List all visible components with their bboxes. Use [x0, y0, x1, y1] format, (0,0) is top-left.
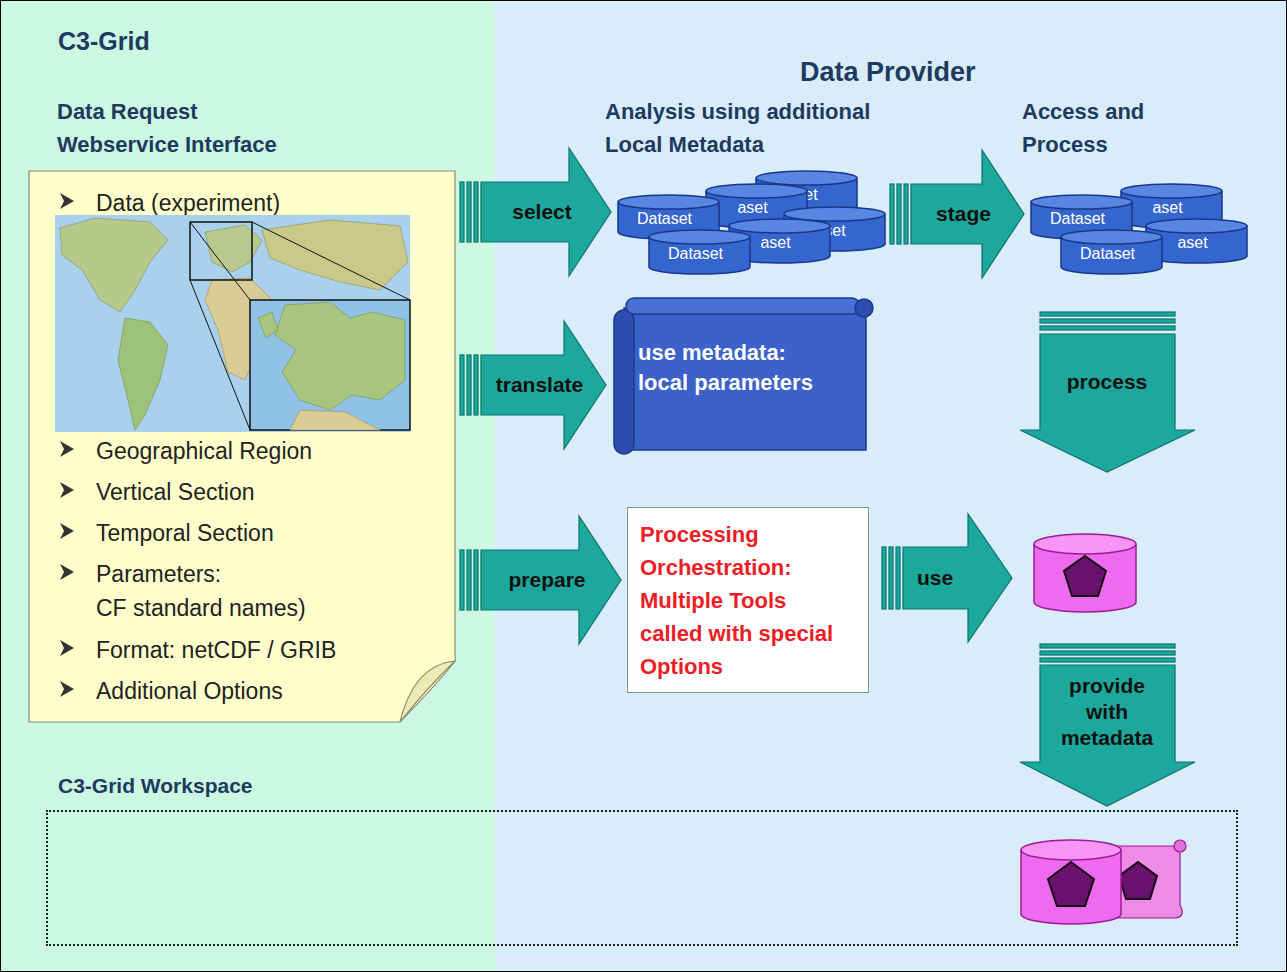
map-land: [205, 225, 262, 272]
arrow-bar: [889, 547, 893, 609]
result-cylinder: [1034, 534, 1136, 612]
metadata-scroll: use metadata: local parameters: [612, 296, 874, 456]
dataset-label: Dataset: [648, 245, 743, 263]
zoom-frame: [190, 222, 252, 280]
block-arrow: [1020, 644, 1195, 806]
request-item: Vertical Section: [96, 475, 255, 509]
zoom-line: [190, 280, 250, 430]
arrow-bar: [890, 184, 894, 244]
arrow-body: [1020, 665, 1195, 806]
arrow-body: [911, 150, 1024, 278]
dataset-label: Dataset: [1030, 210, 1125, 228]
scroll-text: use metadata: local parameters: [638, 338, 830, 398]
arrow-bar: [1040, 651, 1175, 655]
request-item: Additional Options: [96, 674, 283, 708]
request-item: Data (experiment): [96, 186, 280, 220]
block-arrow: [1020, 312, 1195, 472]
workspace-outline: [46, 810, 1238, 946]
arrow-label: provide with metadata: [1045, 673, 1169, 751]
arrow-label: translate: [494, 372, 586, 398]
map-land: [360, 325, 405, 365]
zoom-line: [252, 222, 410, 300]
workspace-area: C3-Grid Workspace: [46, 770, 1238, 946]
arrow-bar: [474, 550, 478, 610]
arrow-bar: [467, 550, 471, 610]
arrow-bar: [896, 547, 900, 609]
bullet-arrow: [60, 640, 74, 656]
panel-title: C3-Grid: [58, 26, 150, 57]
map-ocean: [55, 215, 410, 432]
arrow-body: [481, 321, 606, 449]
block-arrow: [882, 514, 1012, 642]
arrow-bar: [1040, 319, 1175, 323]
block-arrow: [460, 148, 611, 276]
arrow-bar: [467, 355, 471, 415]
map-land: [60, 218, 168, 312]
arrow-bar: [1040, 644, 1175, 648]
dataset-label: aset: [1120, 199, 1215, 217]
orchestration-box: Processing Orchestration: Multiple Tools…: [627, 507, 869, 693]
orchestration-text: Processing Orchestration: Multiple Tools…: [640, 518, 838, 683]
arrow-label: select: [510, 199, 574, 225]
bullet-arrow: [60, 193, 74, 209]
bullet-arrow: [60, 681, 74, 697]
europe-land: [275, 302, 405, 410]
dataset-label: Dataset: [617, 210, 712, 228]
arrow-bar: [460, 182, 464, 242]
dataset-cylinder: Dataset: [648, 229, 751, 275]
block-arrow: [460, 516, 621, 644]
bullet-arrow: [60, 441, 74, 457]
arrow-bar: [460, 550, 464, 610]
arrow-bar: [1040, 326, 1175, 330]
bullet-arrows: [60, 193, 74, 697]
africa-land: [290, 410, 380, 430]
arrow-label: use: [915, 565, 955, 591]
map-land: [118, 318, 168, 430]
arrow-bar: [474, 182, 478, 242]
dataset-cylinder: Dataset: [1060, 229, 1163, 275]
bullet-arrow: [60, 564, 74, 580]
request-note: Data (experiment) Geographical RegionVert…: [28, 170, 456, 723]
zoom-line: [190, 222, 250, 300]
arrow-body: [481, 148, 611, 276]
request-item: Temporal Section: [96, 516, 274, 550]
arrow-body: [481, 516, 621, 644]
arrow-label: stage: [934, 201, 993, 227]
arrow-bar: [467, 182, 471, 242]
arrow-label: prepare: [506, 567, 587, 593]
arrow-bar: [904, 184, 908, 244]
bullet-arrow: [60, 523, 74, 539]
zoom-inset: [250, 300, 410, 430]
panel-subtitle: Data Request Webservice Interface: [57, 95, 302, 161]
request-item: Parameters: CF standard names): [96, 557, 346, 625]
arrow-bar: [882, 547, 886, 609]
arrow-label: process: [1065, 369, 1150, 395]
map-land: [262, 220, 408, 290]
arrow-body: [903, 514, 1012, 642]
provider-panel: Data ProviderAnalysis using additional L…: [495, 0, 1287, 972]
arrow-bar: [1040, 658, 1175, 662]
request-item: Format: netCDF / GRIB: [96, 633, 336, 667]
arrow-body: [1020, 334, 1195, 472]
arrow-bar: [460, 355, 464, 415]
request-item: Geographical Region: [96, 434, 312, 468]
block-arrow: [460, 321, 606, 449]
column-heading: Analysis using additional Local Metadata: [605, 95, 905, 161]
wrap-spacer: [246, 557, 346, 558]
arrow-bar: [1040, 312, 1175, 316]
workspace-result: [1021, 840, 1186, 924]
client-panel: C3-GridData Request Webservice Interface…: [0, 0, 495, 972]
bullet-arrow: [60, 482, 74, 498]
dataset-label: Dataset: [1060, 245, 1155, 263]
block-arrow: [890, 150, 1024, 278]
column-heading: Access and Process: [1022, 95, 1192, 161]
workspace-title: C3-Grid Workspace: [58, 773, 253, 799]
europe-land: [258, 312, 278, 338]
arrow-bar: [474, 355, 478, 415]
map-land: [205, 278, 272, 380]
arrow-bar: [897, 184, 901, 244]
panel-title: Data Provider: [800, 55, 976, 89]
